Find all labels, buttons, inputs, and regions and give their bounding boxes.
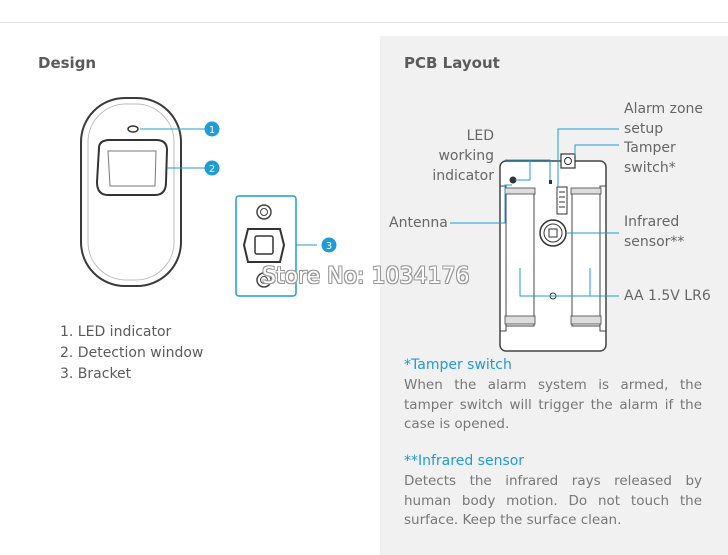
antenna-label: Antenna <box>389 215 448 231</box>
alarm-label-line2: setup <box>624 121 664 137</box>
marker-1-text: 1 <box>209 125 215 136</box>
led-indicator-label: LED working indicator <box>410 126 494 186</box>
store-watermark: Store No: 1034176 <box>262 264 470 289</box>
led-indicator-icon <box>127 125 139 133</box>
list-item: 3. Bracket <box>60 366 132 382</box>
tamper-label-line2: switch* <box>624 160 676 176</box>
design-parts-list: 1. LED indicator 2. Detection window 3. … <box>60 322 203 385</box>
dip-switch-icon <box>556 186 568 215</box>
sensor-device <box>80 97 182 287</box>
marker-2-text: 2 <box>209 164 215 175</box>
bracket <box>235 195 297 297</box>
infrared-note-body: Detects the infrared rays released by hu… <box>404 473 702 528</box>
tamper-switch-label: Tamper switch* <box>624 138 676 178</box>
battery-label: AA 1.5V LR6 <box>624 288 711 304</box>
tamper-note-body: When the alarm system is armed, the tamp… <box>404 377 702 432</box>
led-label-line2: indicator <box>432 168 494 184</box>
pcb-heading: PCB Layout <box>404 54 500 72</box>
top-divider <box>0 22 728 23</box>
pcb-board <box>499 153 607 352</box>
led-label-line1: LED working <box>438 128 494 164</box>
infrared-note-title: **Infrared sensor <box>404 453 525 469</box>
marker-1: 1 <box>204 121 220 137</box>
marker-3: 3 <box>321 237 337 253</box>
tamper-note-title: *Tamper switch <box>404 357 512 373</box>
list-item: 2. Detection window <box>60 345 204 361</box>
design-heading: Design <box>38 54 97 72</box>
tamper-label-line1: Tamper <box>624 140 676 156</box>
list-item: 1. LED indicator <box>60 324 172 340</box>
infrared-label-line1: Infrared <box>624 214 680 230</box>
alarm-label-line1: Alarm zone <box>624 101 704 117</box>
detection-window-icon <box>95 139 169 196</box>
infrared-label-line2: sensor** <box>624 234 685 250</box>
alarm-zone-label: Alarm zone setup <box>624 99 703 139</box>
marker-2: 2 <box>204 160 220 176</box>
infrared-sensor-label: Infrared sensor** <box>624 212 684 252</box>
marker-3-text: 3 <box>326 241 332 252</box>
tamper-switch-icon <box>560 153 576 169</box>
pcb-led-icon <box>509 176 517 184</box>
